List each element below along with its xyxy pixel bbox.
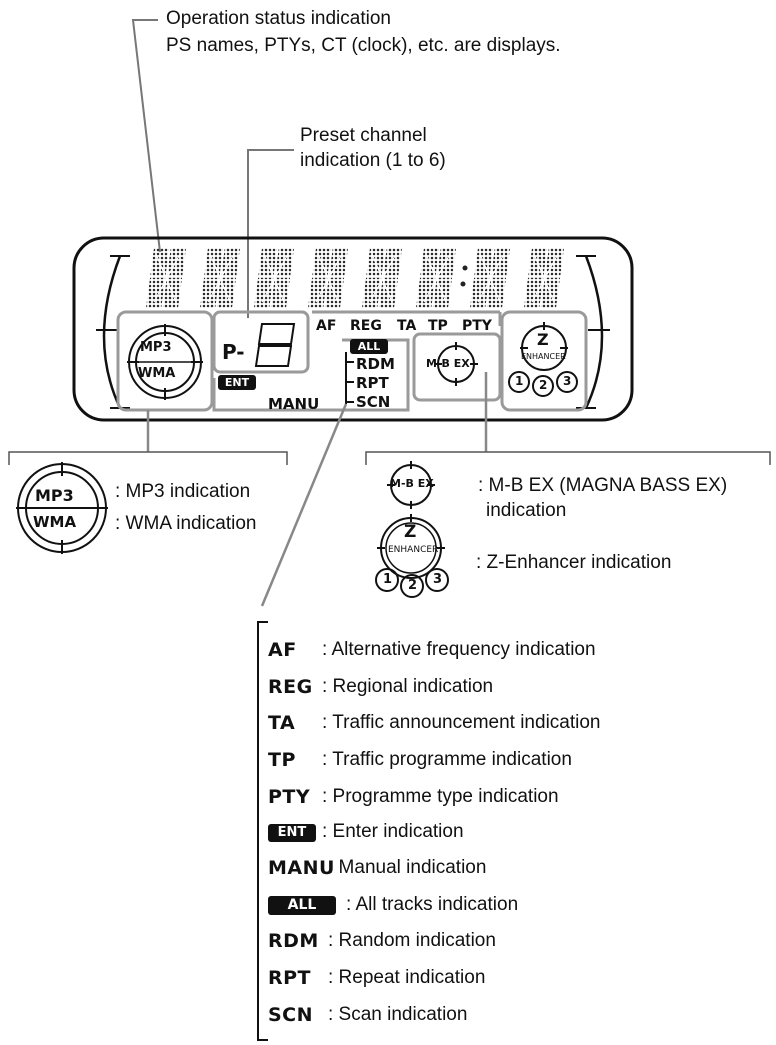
- legend-desc-rdm: : Random indication: [328, 930, 496, 951]
- legend-mp3-description: : MP3 indication: [115, 481, 251, 502]
- z-enhancer-group-outline: [500, 310, 588, 412]
- preset-prefix: P-: [222, 340, 245, 364]
- display-frame: [72, 236, 634, 422]
- legend-desc-ta: : Traffic announcement indication: [322, 712, 601, 733]
- legend-key-ent: ENT: [268, 824, 316, 842]
- mbex-emblem: [434, 342, 478, 386]
- enhancer-level-2: 2: [539, 378, 548, 392]
- legend-desc-manu: : Manual indication: [328, 857, 487, 878]
- legend-enhancer-level-3: 3: [433, 572, 443, 587]
- legend-key-manu: MANU: [268, 857, 335, 879]
- legend-desc-af: : Alternative frequency indication: [322, 639, 596, 660]
- legend-desc-reg: : Regional indication: [322, 676, 494, 697]
- z-letter: Z: [537, 330, 549, 349]
- indicator-pty: PTY: [462, 318, 492, 334]
- preset-callout-line-2: indication (1 to 6): [300, 150, 446, 171]
- right-legend-bracket: [365, 451, 771, 465]
- mbex-group-outline: [412, 332, 502, 402]
- legend-mp3-label: MP3: [35, 486, 74, 505]
- legend-key-ta: TA: [268, 712, 296, 734]
- legend-mbex-label: M-B EX: [390, 477, 434, 490]
- status-callout-description: PS names, PTYs, CT (clock), etc. are dis…: [166, 35, 561, 56]
- legend-key-tp: TP: [268, 749, 296, 771]
- z-enhancer-emblem: [508, 322, 578, 397]
- legend-z-enhancer-description: : Z-Enhancer indication: [476, 552, 672, 573]
- legend-key-rpt: RPT: [268, 967, 312, 989]
- all-badge: ALL: [350, 339, 388, 354]
- enhancer-display-label: ENHANCER: [521, 352, 566, 361]
- indicator-manu: MANU: [268, 395, 320, 413]
- bottom-legend-bracket: [257, 621, 268, 1041]
- legend-desc-pty: : Programme type indication: [322, 786, 559, 807]
- legend-desc-all: : All tracks indication: [346, 894, 519, 915]
- legend-key-reg: REG: [268, 676, 313, 698]
- preset-callout-line-1: Preset channel: [300, 125, 427, 146]
- preset-seven-segment-digit: [254, 323, 296, 367]
- enhancer-level-1: 1: [515, 374, 524, 388]
- legend-mp3-wma-emblem: [16, 462, 108, 554]
- wma-display-label: WMA: [138, 366, 176, 381]
- legend-key-pty: PTY: [268, 786, 311, 808]
- legend-key-all: ALL: [268, 896, 336, 915]
- legend-wma-description: : WMA indication: [115, 513, 257, 534]
- legend-desc-rpt: : Repeat indication: [328, 967, 486, 988]
- indicator-ta: TA: [397, 318, 417, 334]
- legend-desc-scn: : Scan indication: [328, 1004, 468, 1025]
- legend-key-rdm: RDM: [268, 930, 319, 952]
- ent-badge: ENT: [218, 375, 256, 390]
- indicator-rpt: RPT: [356, 374, 389, 392]
- legend-mbex-emblem: [387, 461, 435, 509]
- legend-desc-tp: : Traffic programme indication: [322, 749, 572, 770]
- legend-enhancer-label: ENHANCER: [388, 545, 439, 555]
- legend-z-enhancer-emblem: [375, 514, 449, 598]
- enhancer-level-3: 3: [563, 374, 572, 388]
- indicator-scn: SCN: [356, 393, 391, 411]
- mbex-display-label: M-B EX: [426, 357, 470, 370]
- mp3-display-label: MP3: [140, 340, 172, 355]
- legend-mbex-description: : M-B EX (MAGNA BASS EX): [478, 475, 728, 496]
- indicator-rdm: RDM: [356, 355, 395, 373]
- mp3-wma-group-outline: [116, 310, 214, 412]
- legend-enhancer-level-1: 1: [383, 572, 393, 587]
- preset-group-outline: [212, 310, 310, 374]
- indicator-reg: REG: [350, 318, 382, 334]
- legend-key-af: AF: [268, 639, 297, 661]
- indicator-tp: TP: [428, 318, 448, 334]
- left-legend-bracket: [8, 451, 288, 465]
- indicator-af: AF: [316, 318, 337, 334]
- dot-matrix-segments: [145, 247, 565, 309]
- preset-leader-line: [247, 149, 294, 318]
- legend-key-scn: SCN: [268, 1004, 314, 1026]
- legend-wma-label: WMA: [33, 513, 77, 531]
- legend-mbex-description-2: indication: [486, 500, 567, 521]
- legend-desc-ent: : Enter indication: [322, 821, 464, 842]
- status-callout-title: Operation status indication: [166, 8, 391, 29]
- legend-enhancer-level-2: 2: [408, 578, 418, 593]
- legend-z-letter: Z: [404, 522, 417, 542]
- status-leader-line: [131, 19, 161, 253]
- mp3-wma-emblem: [127, 324, 203, 400]
